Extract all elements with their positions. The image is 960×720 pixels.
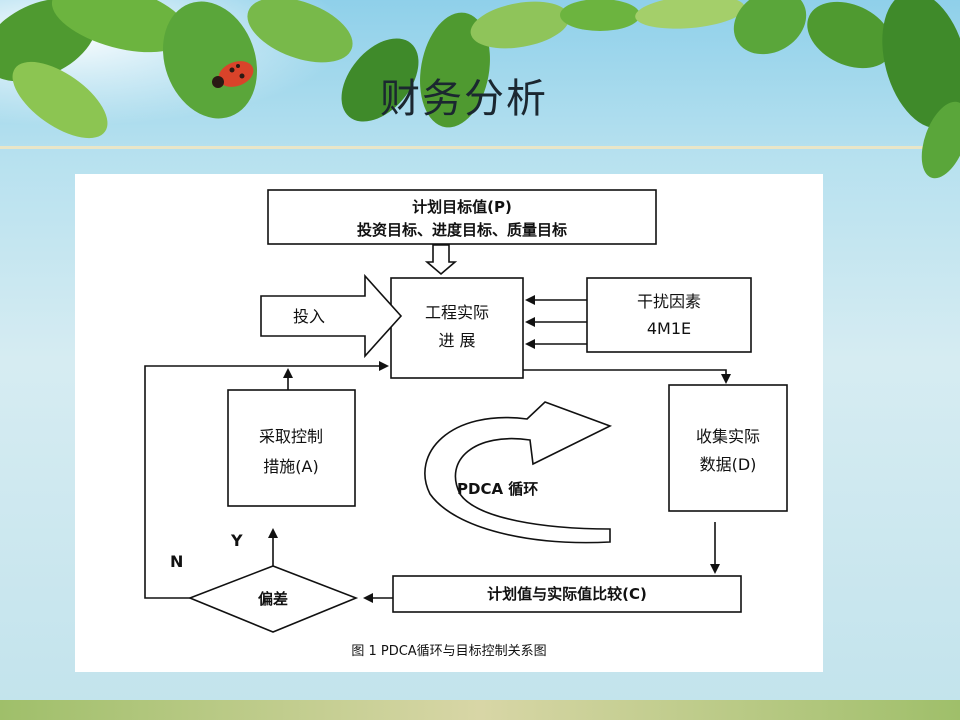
yes-label: Y xyxy=(230,531,243,550)
collect-label-line2: 数据(D) xyxy=(700,455,757,474)
progress-label-line1: 工程实际 xyxy=(425,303,489,322)
plan-down-arrow xyxy=(424,244,458,276)
compare-box xyxy=(392,575,742,613)
plan-box xyxy=(267,189,657,245)
interference-label-line2: 4M1E xyxy=(647,319,691,338)
input-label: 投入 xyxy=(293,307,325,326)
plan-label-line2: 投资目标、进度目标、质量目标 xyxy=(357,221,567,239)
pdca-cycle-label: PDCA 循环 xyxy=(457,480,538,498)
measures-label-line1: 采取控制 xyxy=(259,427,323,446)
figure-caption: 图 1 PDCA循环与目标控制关系图 xyxy=(351,644,546,659)
measures-label-line2: 措施(A) xyxy=(263,457,318,476)
compare-label: 计划值与实际值比较(C) xyxy=(487,585,647,603)
interference-label-line1: 干扰因素 xyxy=(637,292,701,311)
collect-box xyxy=(668,384,788,512)
progress-box xyxy=(390,277,524,379)
collect-label-line1: 收集实际 xyxy=(696,427,760,446)
slide-title: 财务分析 xyxy=(380,76,548,122)
plan-label-line1: 计划目标值(P) xyxy=(412,198,512,216)
deviation-label: 偏差 xyxy=(258,590,288,608)
pdca-diagram: 计划目标值(P) 投资目标、进度目标、质量目标 投入 工程实际 进 展 干扰因素… xyxy=(144,189,788,659)
ladybug-icon xyxy=(212,61,254,88)
measures-box xyxy=(227,389,356,507)
pdca-cycle-arrow xyxy=(424,401,613,544)
leaf-decoration xyxy=(0,0,960,179)
interference-box xyxy=(586,277,752,353)
deviation-diamond xyxy=(187,565,359,633)
no-label: N xyxy=(170,552,183,571)
input-arrow xyxy=(260,273,403,359)
progress-label-line2: 进 展 xyxy=(438,331,475,350)
